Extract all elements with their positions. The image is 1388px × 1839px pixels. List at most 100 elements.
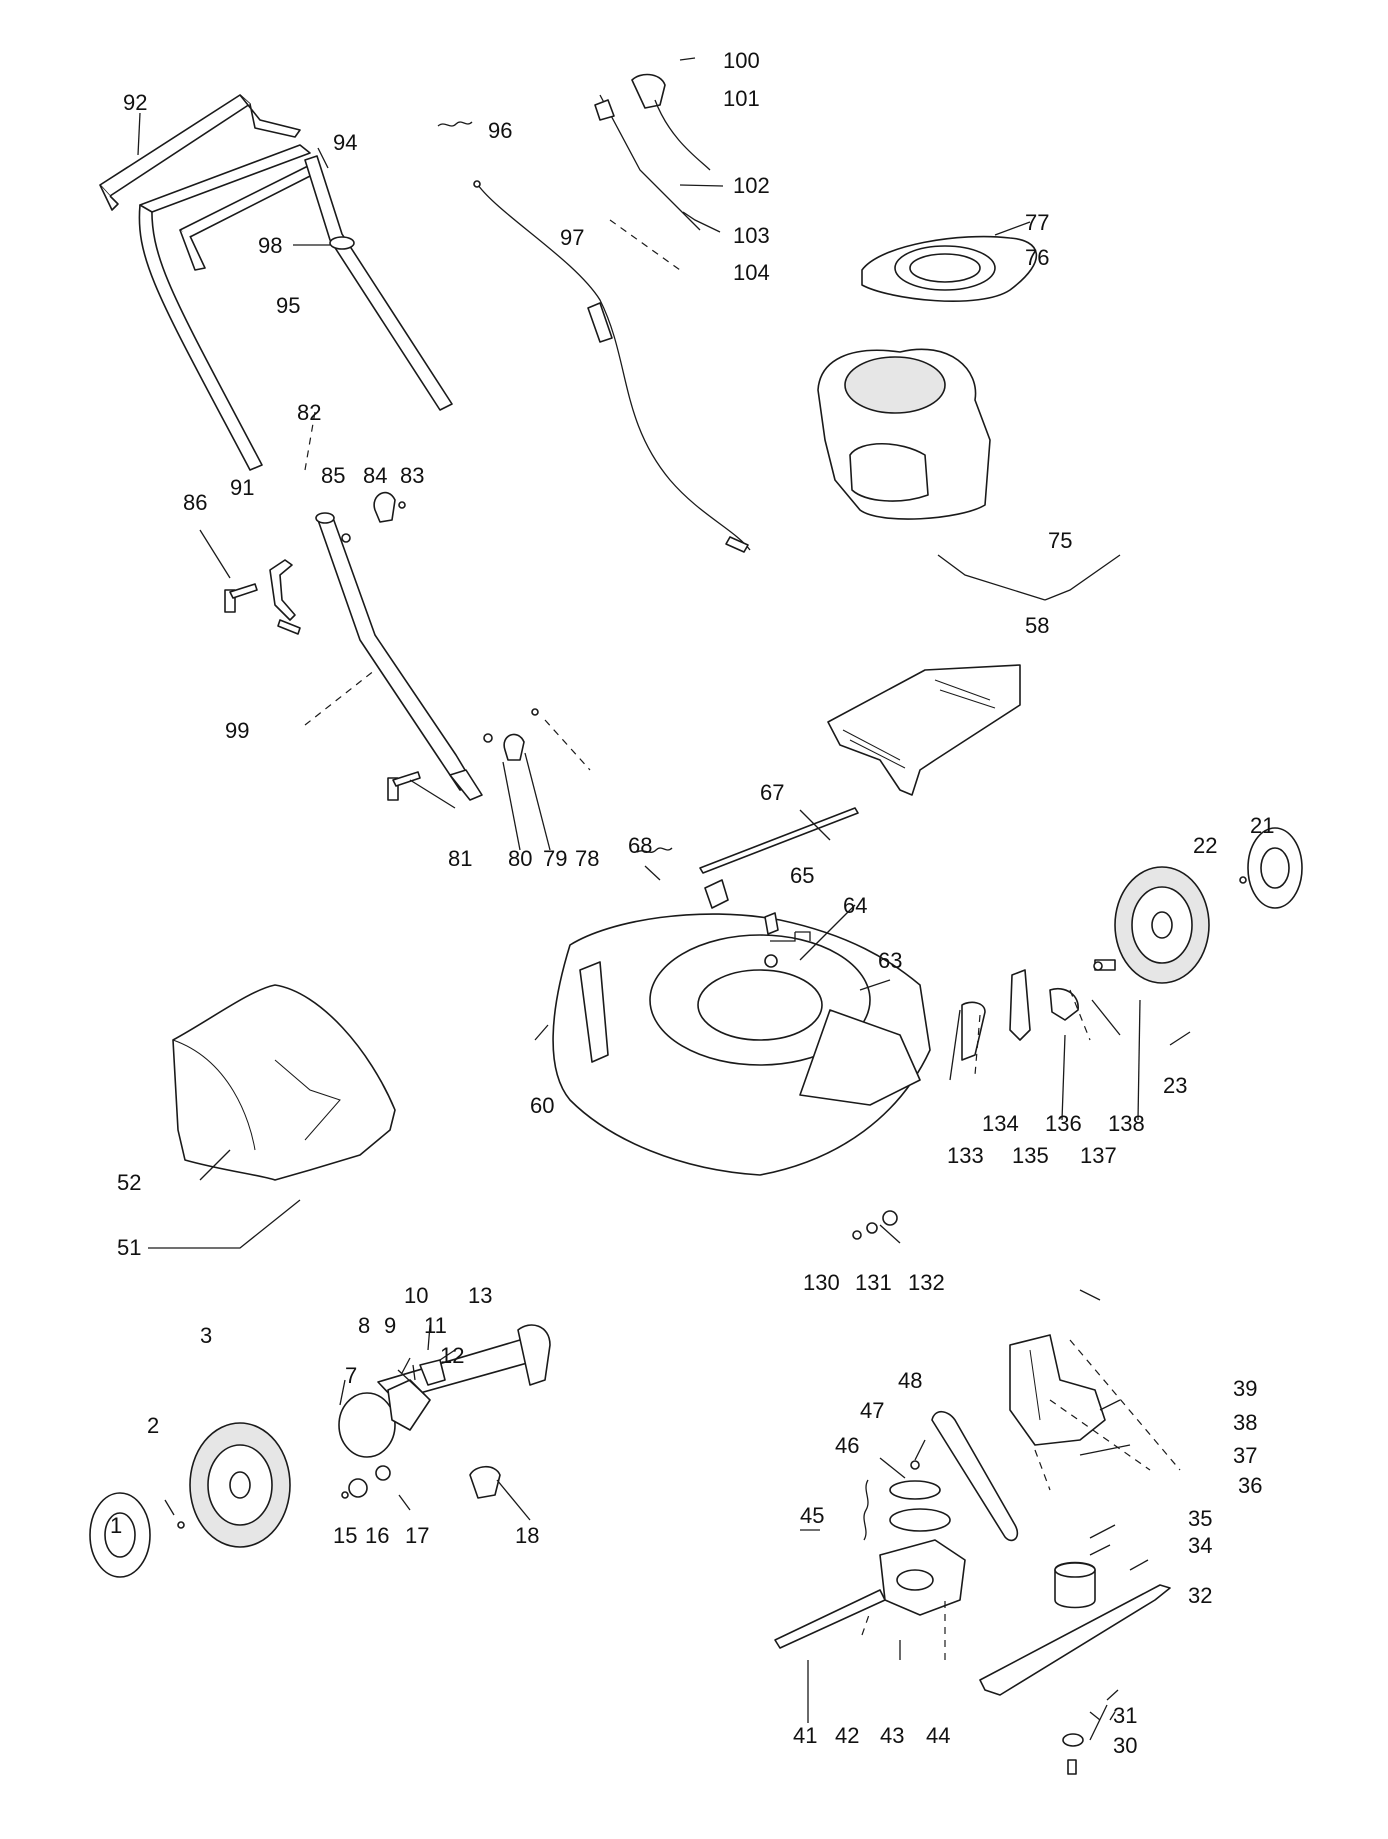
washer-137 (1093, 961, 1103, 971)
spring-96 (437, 121, 473, 127)
callout-label: 79 (543, 846, 567, 871)
height-adjuster (961, 959, 1116, 1061)
callout-label: 51 (117, 1235, 141, 1260)
callout-label: 31 (1113, 1703, 1137, 1728)
drive-axle-assembly (338, 1324, 551, 1458)
callout-label: 76 (1025, 245, 1049, 270)
callout-label: 77 (1025, 210, 1049, 235)
bolt-65 (764, 912, 779, 968)
handle-bolts (224, 583, 421, 801)
callout-label: 8 (358, 1313, 370, 1338)
callout-label: 21 (1250, 813, 1274, 838)
engine-top-cover (861, 235, 1038, 302)
fasteners-130-132 (852, 1210, 898, 1240)
callout-label: 65 (790, 863, 814, 888)
callout-label: 30 (1113, 1733, 1137, 1758)
callout-label: 38 (1233, 1410, 1257, 1435)
nut-2 (177, 1521, 185, 1529)
callout-label: 3 (200, 1323, 212, 1348)
callout-label: 48 (898, 1368, 922, 1393)
callout-label: 63 (878, 948, 902, 973)
pulley-discs (889, 1460, 951, 1532)
callout-label: 7 (345, 1363, 357, 1388)
callout-label: 41 (793, 1723, 817, 1748)
callout-label: 86 (183, 490, 207, 515)
hinge-68 (636, 847, 729, 909)
callout-label: 17 (405, 1523, 429, 1548)
callout-label: 138 (1108, 1111, 1145, 1136)
callout-label: 82 (297, 400, 321, 425)
throttle-cable (473, 180, 751, 553)
callout-label: 75 (1048, 528, 1072, 553)
callout-label: 99 (225, 718, 249, 743)
callout-label: 52 (117, 1170, 141, 1195)
callout-label: 97 (560, 225, 584, 250)
callout-label: 68 (628, 833, 652, 858)
blade (979, 1584, 1171, 1696)
callout-label: 100 (723, 48, 760, 73)
belt-guard (1009, 1334, 1106, 1446)
control-lever (594, 73, 711, 231)
callout-label: 32 (1188, 1583, 1212, 1608)
callout-label: 1 (110, 1513, 122, 1538)
callout-label: 83 (400, 463, 424, 488)
callout-label: 18 (515, 1523, 539, 1548)
rear-wheel (1114, 866, 1210, 984)
callout-label: 13 (468, 1283, 492, 1308)
callout-label: 46 (835, 1433, 859, 1458)
leader-lines (137, 57, 1191, 1741)
callout-label: 91 (230, 475, 254, 500)
callout-label: 137 (1080, 1143, 1117, 1168)
callout-label: 2 (147, 1413, 159, 1438)
callout-label: 136 (1045, 1111, 1082, 1136)
gear-small (341, 1465, 391, 1499)
callout-label: 131 (855, 1270, 892, 1295)
callout-label: 94 (333, 130, 357, 155)
callout-label: 85 (321, 463, 345, 488)
callout-label: 130 (803, 1270, 840, 1295)
callout-label: 60 (530, 1093, 554, 1118)
drive-belt (931, 1410, 1019, 1542)
handle-knobs (373, 491, 539, 761)
blade-adapter (1054, 1561, 1096, 1609)
grass-bag (172, 984, 396, 1181)
callout-label: 98 (258, 233, 282, 258)
deck-cover (827, 664, 1021, 796)
blade-washer-bolt (1062, 1733, 1084, 1775)
callout-label: 35 (1188, 1506, 1212, 1531)
callout-label: 133 (947, 1143, 984, 1168)
callout-label: 36 (1238, 1473, 1262, 1498)
callout-label: 12 (440, 1343, 464, 1368)
handle-clip (269, 559, 301, 635)
callout-label: 9 (384, 1313, 396, 1338)
callout-label: 135 (1012, 1143, 1049, 1168)
callout-label: 34 (1188, 1533, 1212, 1558)
callout-label: 103 (733, 223, 770, 248)
callout-label: 39 (1233, 1376, 1257, 1401)
callout-label: 45 (800, 1503, 824, 1528)
callout-label: 11 (424, 1313, 447, 1338)
callout-label: 43 (880, 1723, 904, 1748)
mower-deck (552, 913, 931, 1176)
gearbox (774, 1539, 966, 1649)
callout-label: 80 (508, 846, 532, 871)
callout-label: 67 (760, 780, 784, 805)
callout-label: 42 (835, 1723, 859, 1748)
callout-label: 58 (1025, 613, 1049, 638)
callout-label: 81 (448, 846, 472, 871)
spring-45 (863, 1479, 869, 1541)
callout-labels: 1 2 3 7 8 9 10 11 12 13 15 16 17 18 21 2… (110, 48, 1274, 1758)
callout-label: 84 (363, 463, 387, 488)
callout-label: 44 (926, 1723, 950, 1748)
callout-label: 37 (1233, 1443, 1257, 1468)
lower-handle (315, 512, 483, 801)
hubcap-rear (1239, 827, 1303, 909)
callout-label: 96 (488, 118, 512, 143)
callout-label: 10 (404, 1283, 428, 1308)
engine (817, 348, 991, 520)
callout-label: 134 (982, 1111, 1019, 1136)
front-wheel (189, 1422, 291, 1548)
callout-label: 64 (843, 893, 867, 918)
callout-label: 104 (733, 260, 770, 285)
